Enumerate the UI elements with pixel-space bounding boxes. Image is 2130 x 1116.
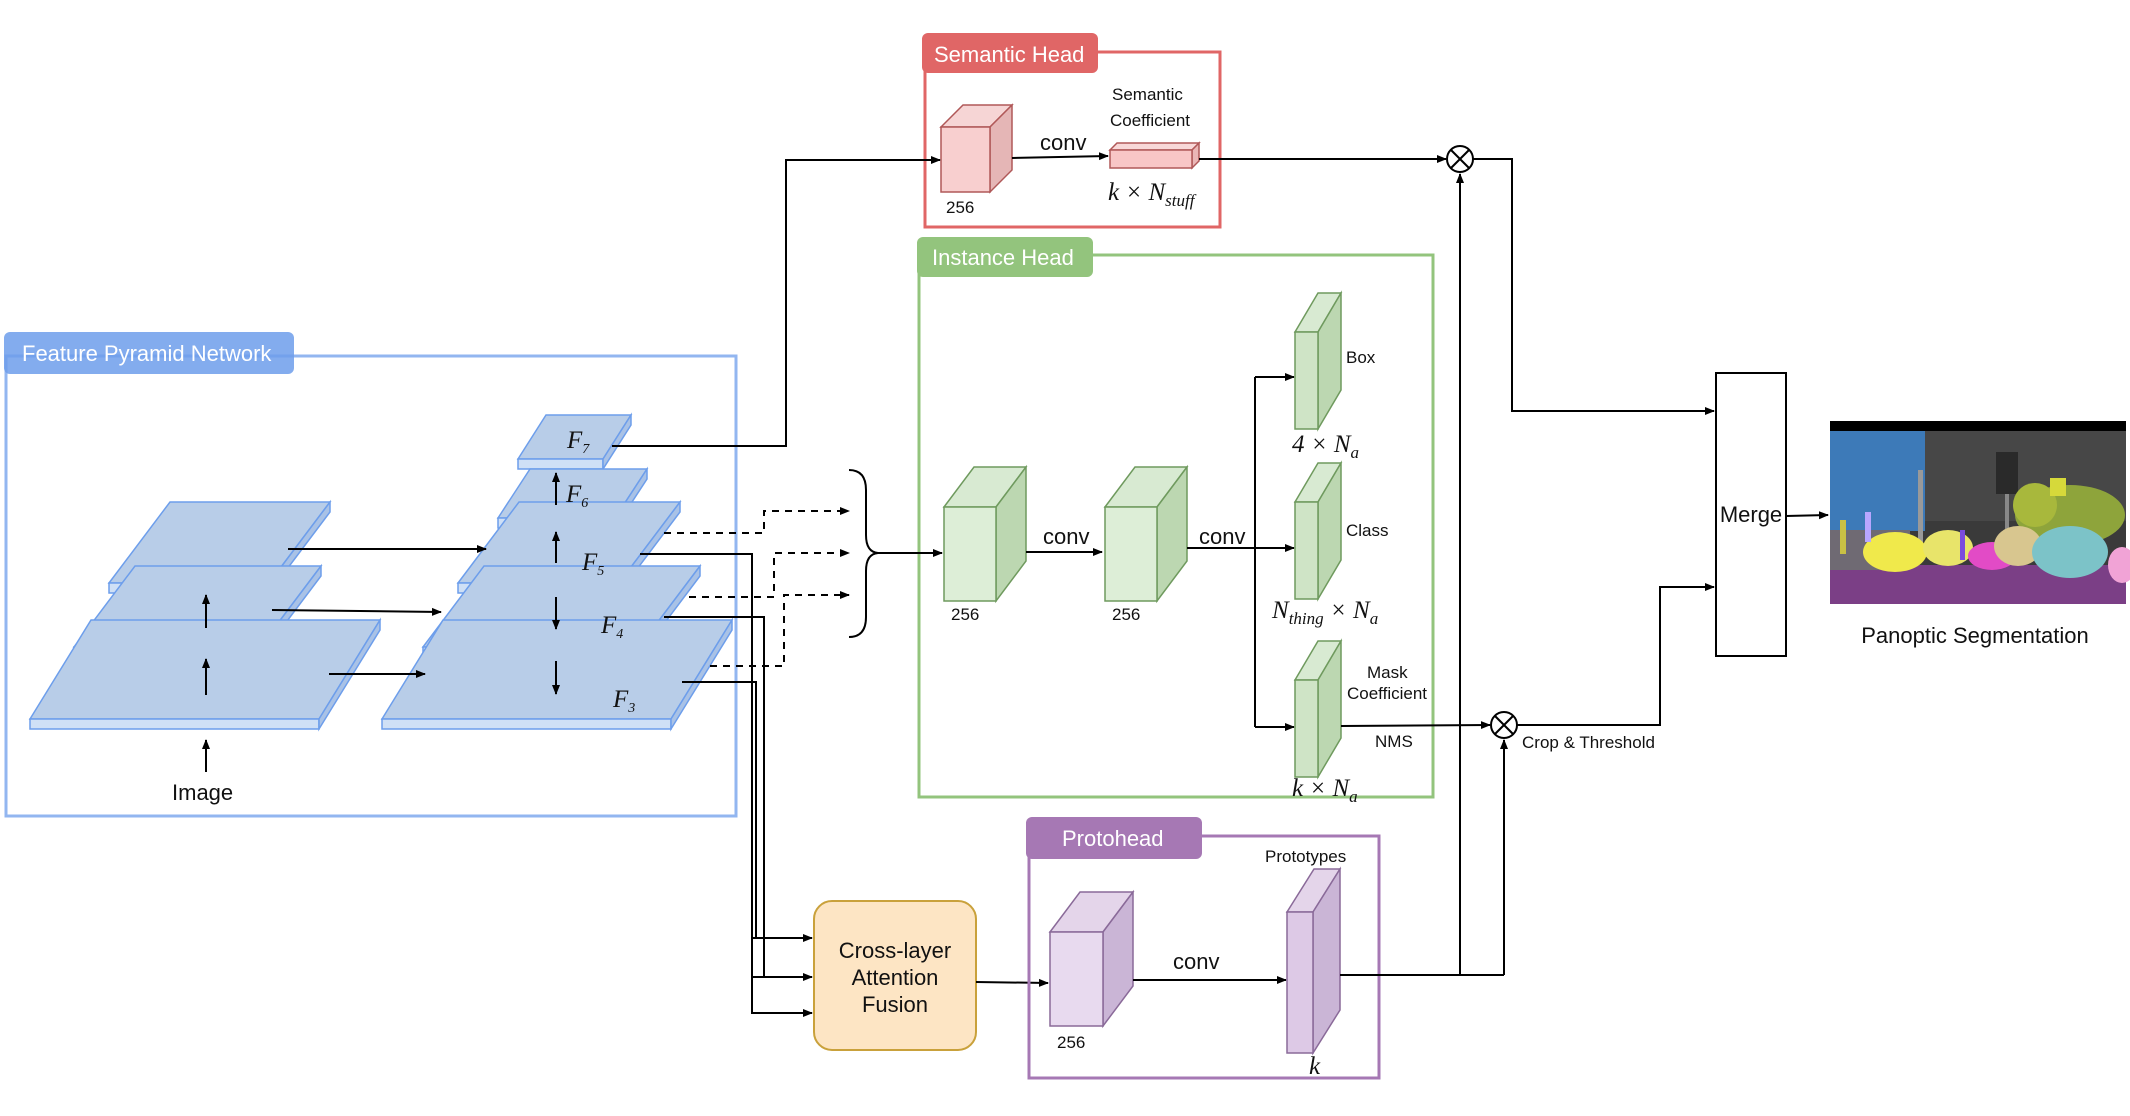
feature-pyramid-network: Feature Pyramid Network Image	[4, 332, 738, 818]
prototypes-label: Prototypes	[1265, 847, 1346, 866]
semantic-head: Semantic Head 256 conv Semantic Coeffici…	[922, 33, 1222, 229]
semantic-head-tab	[922, 33, 1098, 73]
instance-multiply-operator	[1490, 711, 1518, 739]
f5-label: F5	[581, 549, 604, 579]
protohead-tab	[1026, 817, 1202, 859]
fpn-level-f7	[516, 412, 633, 472]
semantic-multiply-operator	[1446, 145, 1474, 173]
protohead-frame	[1027, 834, 1381, 1080]
semantic-conv-label: conv	[1040, 130, 1086, 155]
prototypes-block	[1285, 866, 1342, 1056]
merge-label: Merge	[1720, 502, 1782, 527]
fpn-title: Feature Pyramid Network	[22, 341, 272, 366]
mask-line2: Coefficient	[1347, 684, 1427, 703]
protohead-title: Protohead	[1062, 826, 1164, 851]
semantic-coef-line2: Coefficient	[1110, 111, 1190, 130]
semantic-channels: 256	[946, 198, 974, 217]
mask-coefficient-block	[1293, 638, 1343, 780]
merge-block: Merge	[1715, 372, 1787, 657]
fusion-line1: Cross-layer	[839, 938, 951, 963]
class-dim: Nthing × Na	[1271, 597, 1378, 628]
proto-channels: 256	[1057, 1033, 1085, 1052]
class-branch-block	[1293, 460, 1343, 602]
instance-feature-cube-1	[942, 464, 1028, 604]
protohead: Protohead 256 conv Prototypes k	[1026, 817, 1381, 1080]
instance-conv1-label: conv	[1043, 524, 1089, 549]
instance-head-title: Instance Head	[932, 245, 1074, 270]
instance-ch2: 256	[1112, 605, 1140, 624]
instance-conv2-label: conv	[1199, 524, 1245, 549]
merge-brace	[848, 469, 879, 638]
output-label: Panoptic Segmentation	[1861, 623, 2089, 648]
mask-line1: Mask	[1367, 663, 1408, 682]
semantic-coef-line1: Semantic	[1112, 85, 1183, 104]
instance-head: Instance Head 256 conv 256 conv Box 4 × …	[917, 237, 1435, 806]
fpn-frame	[4, 354, 738, 818]
class-label: Class	[1346, 521, 1389, 540]
image-label: Image	[172, 780, 233, 805]
f4-label: F4	[600, 612, 623, 642]
cross-layer-attention-fusion: Cross-layer Attention Fusion	[813, 900, 977, 1051]
box-dim: 4 × Na	[1292, 431, 1359, 462]
semantic-coefficient-block	[1108, 141, 1201, 170]
instance-head-frame	[917, 253, 1435, 799]
crop-threshold-label: Crop & Threshold	[1522, 733, 1655, 752]
proto-feature-cube	[1048, 889, 1135, 1029]
panoptic-segmentation-image	[1830, 421, 2130, 604]
instance-feature-cube-2	[1103, 464, 1189, 604]
f7-label: F7	[566, 427, 590, 457]
nms-label: NMS	[1375, 732, 1413, 751]
fusion-line2: Attention	[852, 965, 939, 990]
f3-label: F3	[612, 686, 635, 716]
mask-dim: k × Na	[1292, 775, 1358, 806]
box-label: Box	[1346, 348, 1376, 367]
fusion-line3: Fusion	[862, 992, 928, 1017]
box-branch-block	[1293, 290, 1343, 432]
fpn-tab	[4, 332, 294, 374]
instance-head-tab	[917, 237, 1093, 277]
instance-ch1: 256	[951, 605, 979, 624]
semantic-head-title: Semantic Head	[934, 42, 1084, 67]
proto-conv-label: conv	[1173, 949, 1219, 974]
semantic-feature-cube	[939, 103, 1014, 194]
prototypes-k: k	[1309, 1053, 1321, 1080]
f6-label: F6	[565, 481, 588, 511]
fusion-box	[813, 900, 977, 1051]
semantic-coef-dim: k × Nstuff	[1108, 179, 1197, 210]
